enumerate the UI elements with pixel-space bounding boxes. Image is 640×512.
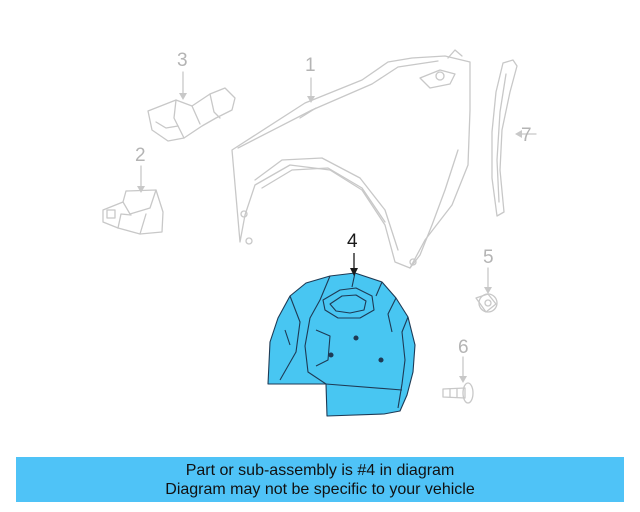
parts-diagram: 1 3 2 7 5 6 4 bbox=[102, 49, 537, 417]
leader-line-4 bbox=[350, 253, 358, 276]
callout-6: 6 bbox=[458, 337, 469, 358]
clip-part-5 bbox=[475, 293, 498, 313]
fender-liner-part-4 bbox=[267, 272, 416, 417]
callout-4: 4 bbox=[347, 231, 358, 252]
callout-2: 2 bbox=[135, 145, 146, 166]
bracket-part-3 bbox=[147, 87, 236, 142]
seal-part-7 bbox=[491, 59, 518, 217]
bracket-part-2 bbox=[102, 189, 164, 235]
banner-line-disclaimer: Diagram may not be specific to your vehi… bbox=[165, 480, 475, 498]
fender-part-1 bbox=[231, 49, 471, 269]
info-banner: Part or sub-assembly is #4 in diagram Di… bbox=[16, 457, 624, 502]
callout-3: 3 bbox=[177, 50, 188, 71]
callout-1: 1 bbox=[305, 55, 316, 76]
leader-lines bbox=[140, 71, 537, 381]
banner-line-part-number: Part or sub-assembly is #4 in diagram bbox=[185, 461, 455, 479]
callout-5: 5 bbox=[483, 247, 494, 268]
screw-part-6 bbox=[442, 382, 474, 404]
callout-7: 7 bbox=[521, 125, 532, 146]
